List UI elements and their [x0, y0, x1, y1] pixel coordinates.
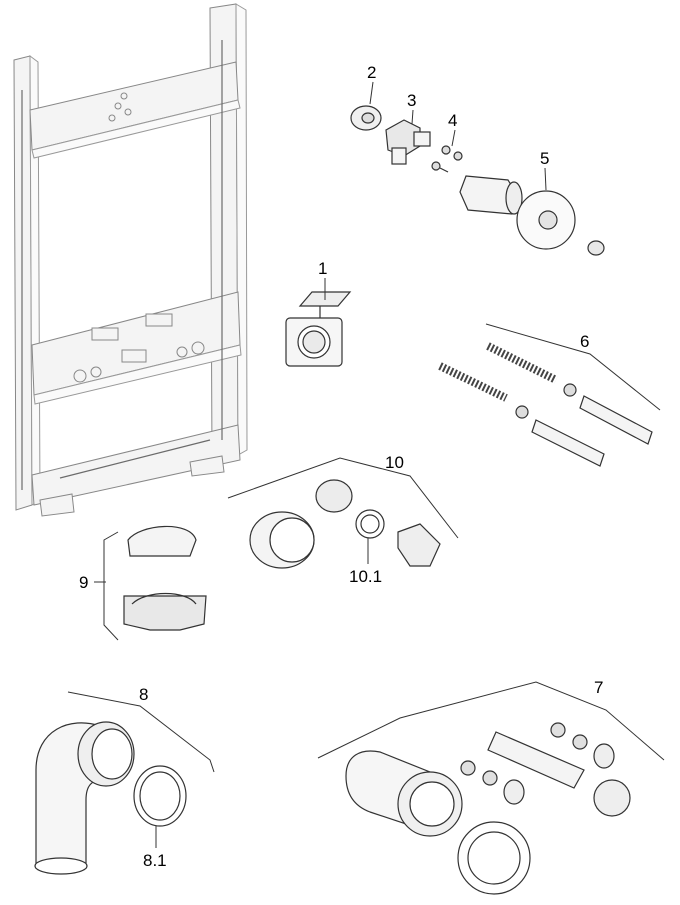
callout-2: 2 — [367, 63, 376, 82]
part-1-bracket — [285, 291, 352, 367]
part-7-connection-set — [345, 722, 631, 895]
callout-1: 1 — [318, 259, 327, 278]
part-9-holder — [123, 525, 207, 631]
leader-10 — [227, 457, 459, 539]
leader-5 — [544, 167, 547, 191]
leader-3 — [411, 109, 414, 125]
leader-9 — [103, 531, 119, 641]
callout-7: 7 — [594, 678, 603, 697]
callout-9: 9 — [79, 573, 88, 592]
callout-3: 3 — [407, 91, 416, 110]
leader-4 — [451, 129, 456, 147]
leader-2 — [369, 81, 374, 105]
callout-10-1: 10.1 — [349, 567, 382, 586]
part-10-drain-set — [249, 479, 441, 569]
part-4-screws — [431, 145, 463, 173]
callout-8: 8 — [139, 685, 148, 704]
mounting-frame — [13, 3, 248, 517]
part-3-connection-elbow — [385, 119, 431, 165]
leader-8 — [67, 691, 215, 773]
leader-6 — [485, 323, 661, 411]
part-6-threaded-rods — [438, 342, 653, 467]
part-5-rosette-and-sleeve — [459, 175, 605, 256]
callout-5: 5 — [540, 149, 549, 168]
callout-10: 10 — [385, 453, 404, 472]
part-8-bend — [34, 721, 187, 875]
part-2-cover-plate — [350, 105, 382, 131]
callout-4: 4 — [448, 111, 457, 130]
leader-7 — [317, 681, 665, 761]
callout-6: 6 — [580, 332, 589, 351]
callout-8-1: 8.1 — [143, 851, 167, 870]
